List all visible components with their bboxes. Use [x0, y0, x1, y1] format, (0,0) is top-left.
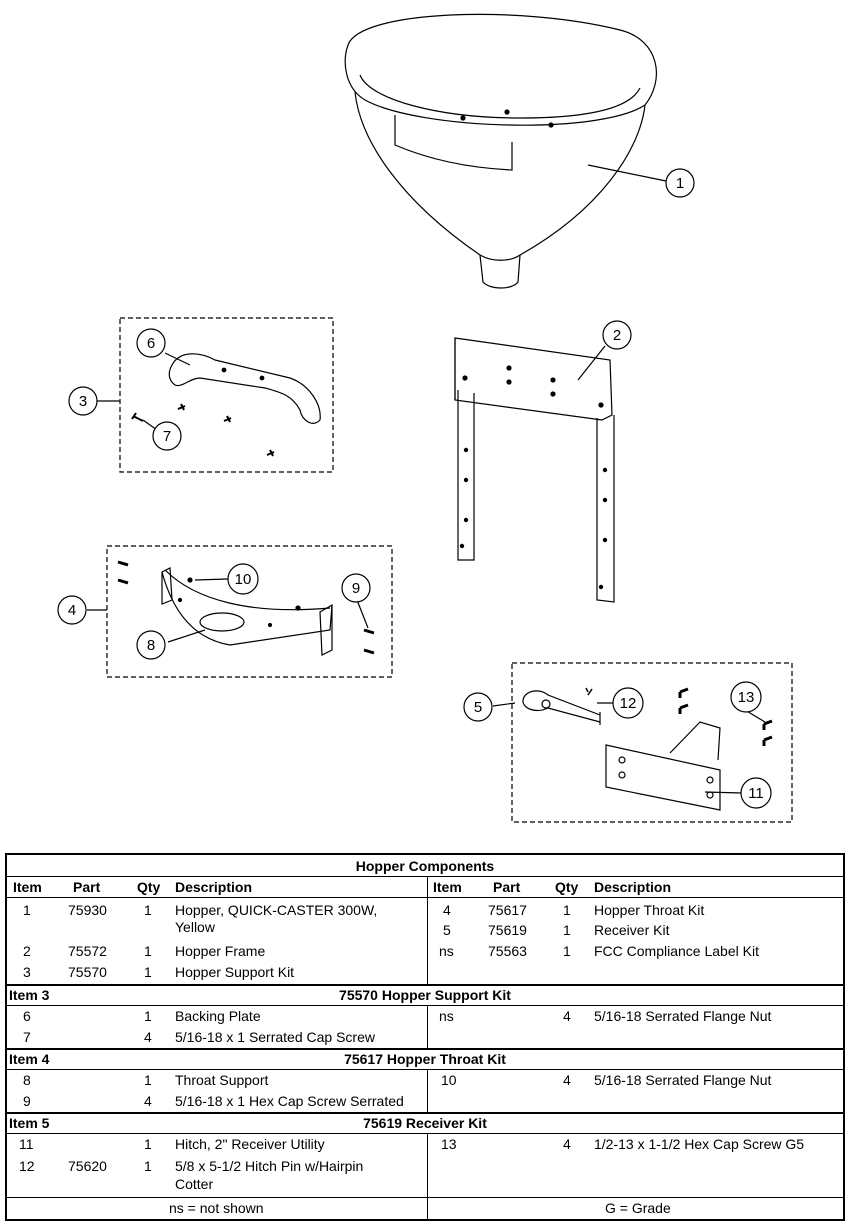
- col-description: Description: [175, 879, 253, 895]
- svg-text:7: 7: [163, 428, 171, 445]
- svg-text:4: 4: [68, 602, 76, 619]
- svg-text:2: 2: [613, 327, 621, 344]
- callout-2: 2: [602, 320, 632, 350]
- support-kit-illustration: [119, 317, 334, 473]
- callout-11: 11: [740, 777, 772, 809]
- table-title: Hopper Components: [355, 858, 495, 874]
- callout-12: 12: [612, 687, 644, 719]
- svg-text:5: 5: [474, 699, 482, 716]
- svg-text:12: 12: [620, 695, 637, 712]
- svg-text:6: 6: [147, 335, 155, 352]
- callout-5: 5: [463, 692, 493, 722]
- callout-13: 13: [730, 681, 762, 713]
- col-part-2: Part: [493, 879, 521, 895]
- col-item: Item: [13, 879, 42, 895]
- svg-text:1: 1: [676, 175, 684, 192]
- callout-4: 4: [57, 595, 87, 625]
- svg-text:3: 3: [79, 393, 87, 410]
- col-part: Part: [73, 879, 101, 895]
- parts-diagram: 1 2 3 4 5 6 7 8 9 10 11 12 13: [57, 13, 793, 823]
- col-qty-2: Qty: [555, 879, 579, 895]
- svg-text:10: 10: [235, 571, 252, 588]
- hopper-illustration: [344, 13, 658, 289]
- hopper-frame-illustration: [454, 337, 615, 603]
- callout-1: 1: [665, 168, 695, 198]
- svg-text:13: 13: [738, 689, 755, 706]
- footer-note-ns: ns = not shown: [169, 1200, 264, 1216]
- col-item-2: Item: [433, 879, 462, 895]
- throat-kit-illustration: [106, 545, 393, 678]
- callout-7: 7: [152, 421, 182, 451]
- svg-text:11: 11: [748, 785, 764, 802]
- footer-note-grade: G = Grade: [605, 1200, 671, 1216]
- callout-10: 10: [227, 563, 259, 595]
- callout-9: 9: [341, 573, 371, 603]
- callout-3: 3: [68, 386, 98, 416]
- callout-8: 8: [136, 630, 166, 660]
- receiver-kit-illustration: [511, 662, 793, 823]
- leader-lines: [87, 164, 766, 794]
- col-description-2: Description: [594, 879, 672, 895]
- svg-text:8: 8: [147, 637, 155, 654]
- callout-6: 6: [136, 328, 166, 358]
- svg-text:9: 9: [352, 580, 360, 597]
- col-qty: Qty: [137, 879, 161, 895]
- parts-table: Hopper Components Item Part Qty Descript…: [5, 853, 845, 1221]
